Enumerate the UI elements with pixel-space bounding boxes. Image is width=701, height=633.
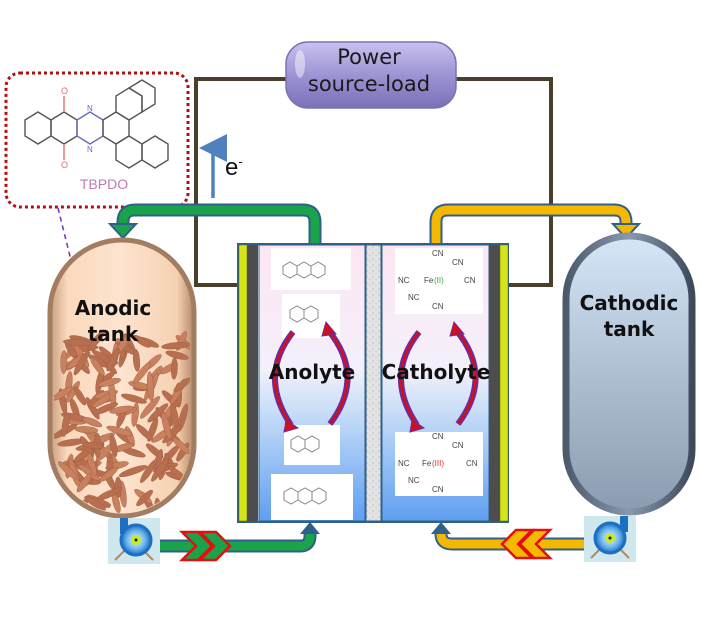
- anodic-label-line1: Anodic: [74, 296, 152, 320]
- ligand-right: CN: [466, 459, 478, 468]
- cathodic-tank: [562, 232, 696, 516]
- particle: [106, 347, 120, 372]
- particle: [82, 417, 103, 428]
- particle: [99, 467, 118, 482]
- ligand-back: CN: [452, 258, 464, 267]
- particle: [97, 378, 121, 387]
- anolyte-feed-pipe: [158, 522, 320, 562]
- ligand-bottom: CN: [432, 302, 444, 311]
- particle: [60, 350, 68, 374]
- ligand-left: NC: [398, 459, 410, 468]
- active-material-particles: [54, 330, 190, 513]
- particle: [76, 473, 92, 493]
- catholyte-redox-cycle: [398, 320, 479, 433]
- svg-text:N: N: [87, 104, 93, 113]
- catholyte-return-pipe: [429, 203, 642, 245]
- particle: [118, 465, 148, 477]
- particle: [161, 412, 172, 440]
- power-label-line2: source-load: [307, 72, 431, 96]
- electron-symbol: e: [225, 154, 239, 181]
- left-current-collector: [238, 244, 248, 522]
- particle: [165, 350, 189, 360]
- particle: [74, 426, 99, 434]
- cathodic-tank-label: Cathodic tank: [574, 290, 684, 342]
- particle: [132, 361, 152, 385]
- cathodic-label-line2: tank: [603, 317, 655, 341]
- ligand-back: CN: [452, 441, 464, 450]
- right-electrode: [489, 245, 500, 521]
- particle: [92, 402, 119, 415]
- external-circuit-wires: [194, 77, 553, 287]
- particle: [82, 441, 105, 449]
- catholyte-label: Catholyte: [381, 360, 491, 384]
- chevron-arrow-green: [178, 530, 232, 562]
- power-source-load: [285, 41, 457, 109]
- ligand-front: NC: [408, 293, 420, 302]
- ligand-top: CN: [432, 249, 444, 258]
- anodic-tank: [47, 237, 197, 519]
- cathodic-pump-icon: [584, 516, 636, 562]
- particle: [106, 425, 133, 437]
- iron-center: Fe: [422, 459, 432, 468]
- oxidation-state-ii: (II): [434, 276, 444, 285]
- tbpdo-structure: [24, 79, 169, 169]
- svg-text:O: O: [61, 160, 68, 170]
- particle: [136, 489, 153, 507]
- ligand-left: NC: [398, 276, 410, 285]
- particle: [90, 357, 105, 376]
- oxidation-state-iii: (III): [432, 459, 444, 468]
- anolyte-redox-cycle: [272, 320, 351, 433]
- cathodic-label-line1: Cathodic: [579, 291, 679, 315]
- particle: [140, 459, 157, 483]
- particle: [161, 342, 190, 350]
- particle: [58, 461, 78, 480]
- particle: [73, 386, 87, 406]
- particle: [84, 496, 106, 511]
- particle: [63, 339, 92, 347]
- electron-charge: -: [238, 154, 243, 169]
- particle: [147, 403, 169, 423]
- particle: [109, 405, 134, 414]
- anolyte-label: Anolyte: [268, 360, 356, 384]
- particle: [170, 357, 178, 380]
- anodic-label-line2: tank: [87, 322, 139, 346]
- wire-right: [454, 77, 553, 287]
- catholyte-feed-pipe: [431, 522, 584, 560]
- membrane: [365, 244, 382, 522]
- chevron-arrow-orange: [500, 528, 554, 560]
- particle: [73, 350, 90, 376]
- particle: [151, 457, 169, 482]
- particle: [54, 386, 73, 401]
- right-current-collector: [499, 244, 509, 522]
- anolyte-molecules: [271, 248, 353, 520]
- particle: [132, 334, 151, 348]
- wire-left: [194, 77, 286, 287]
- power-source-label: Power source-load: [284, 44, 454, 98]
- ligand-top: CN: [432, 432, 444, 441]
- electron-label: e-: [225, 154, 243, 182]
- ligand-bottom: CN: [432, 485, 444, 494]
- svg-text:O: O: [61, 86, 68, 96]
- anodic-pump-icon: [108, 518, 160, 564]
- catholyte-complexes: [395, 248, 483, 496]
- iron-center: Fe: [424, 276, 434, 285]
- particle: [132, 348, 141, 372]
- ligand-right: CN: [464, 276, 476, 285]
- svg-text:N: N: [87, 145, 93, 154]
- particle: [173, 377, 190, 393]
- particle: [121, 393, 147, 404]
- particle: [146, 371, 155, 402]
- ligand-front: NC: [408, 476, 420, 485]
- power-label-line1: Power: [337, 45, 401, 69]
- particle: [140, 396, 160, 419]
- tbpdo-name: TBPDO: [79, 176, 129, 192]
- anolyte-return-pipe: [107, 203, 322, 245]
- left-electrode: [247, 245, 258, 521]
- anodic-tank-label: Anodic tank: [58, 295, 168, 347]
- particle: [61, 412, 70, 437]
- tbpdo-callout: O O N N: [4, 71, 190, 209]
- particle: [88, 330, 106, 350]
- particle: [135, 424, 154, 441]
- particle: [109, 434, 118, 458]
